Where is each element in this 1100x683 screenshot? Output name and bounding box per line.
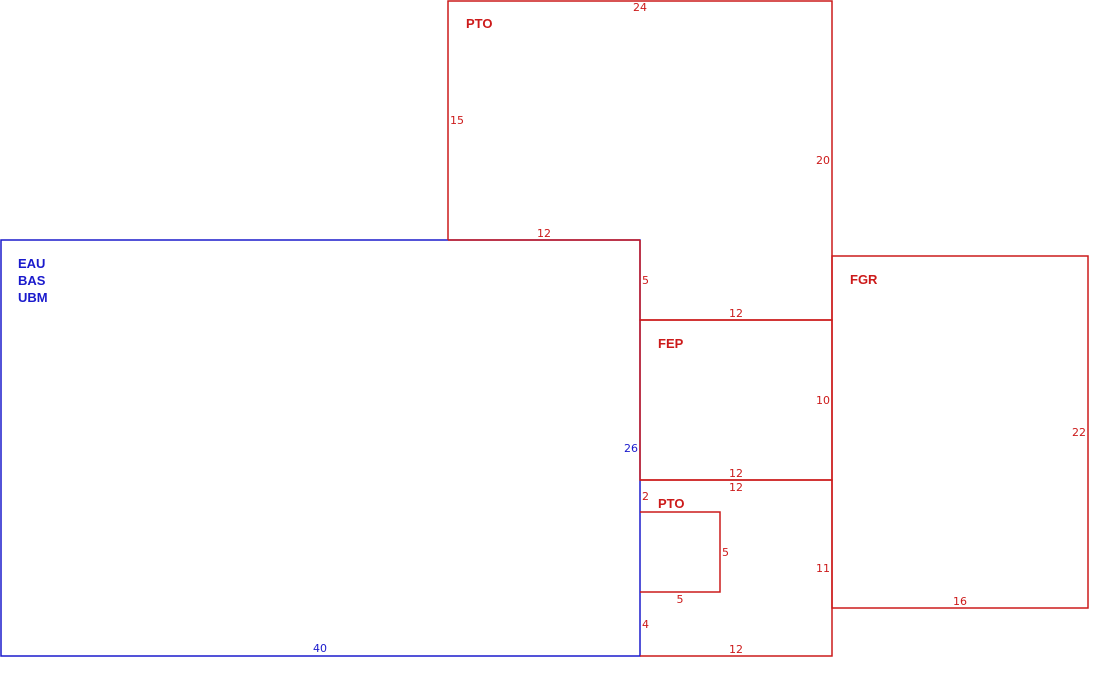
fep-dim-bottom: 12 (729, 467, 743, 480)
blue-area-outline (0, 239, 641, 657)
pto-top-dim-top: 24 (633, 1, 647, 14)
fgr-dim-right: 22 (1072, 426, 1086, 439)
pto-top-dim-bottom-left: 12 (537, 227, 551, 240)
blue-area-dim-right: 26 (624, 442, 638, 455)
fep-dim-right: 10 (816, 394, 830, 407)
blue-area-dim-bottom: 40 (313, 642, 327, 655)
pto-bottom-dim-right: 11 (816, 562, 830, 575)
pto-bottom-dim-left-top: 2 (642, 490, 649, 503)
pto-small-dim-bottom: 5 (677, 593, 684, 606)
pto-top-label: PTO (466, 16, 493, 31)
fep-label: FEP (658, 336, 684, 351)
pto-bottom-dim-top: 12 (729, 481, 743, 494)
pto-bottom-label: PTO (658, 496, 685, 511)
pto-small-outline (640, 511, 721, 593)
pto-top-dim-right: 20 (816, 154, 830, 167)
pto-top-dim-bottom-right: 12 (729, 307, 743, 320)
pto-top-dim-left: 15 (450, 114, 464, 127)
blue-area-label-3: UBM (18, 290, 48, 305)
pto-bottom-outline (640, 479, 833, 657)
pto-bottom-dim-left-bottom: 4 (642, 618, 649, 631)
fgr-label: FGR (850, 272, 878, 287)
pto-top-outline (447, 0, 833, 321)
blue-area-label-2: BAS (18, 273, 46, 288)
pto-top-dim-notch: 5 (642, 274, 649, 287)
blue-area-label-1: EAU (18, 256, 45, 271)
fgr-dim-bottom: 16 (953, 595, 967, 608)
fgr-outline (831, 255, 1089, 609)
pto-small-dim-right: 5 (722, 546, 729, 559)
pto-bottom-dim-bottom: 12 (729, 643, 743, 656)
